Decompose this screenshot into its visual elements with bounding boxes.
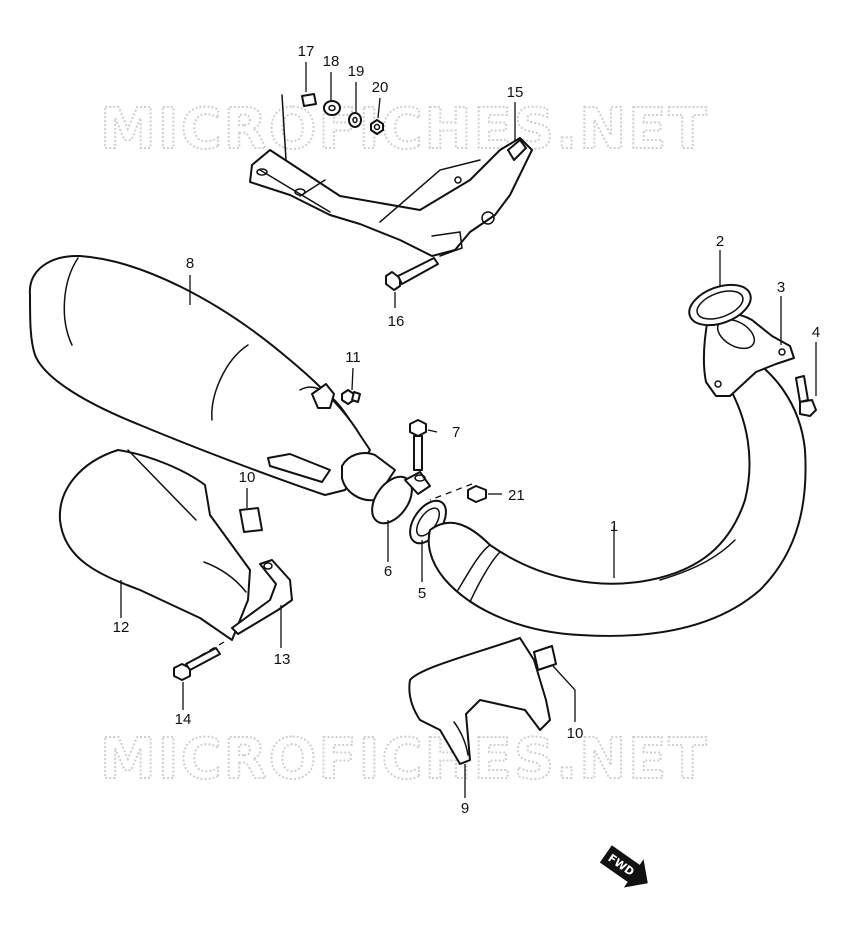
callout-7: 7 [452,424,460,441]
callout-10-upper: 10 [239,469,256,486]
callout-3: 3 [777,279,785,296]
callout-21: 21 [508,487,525,504]
callouts: 17 18 19 20 15 16 8 11 7 2 3 4 21 1 6 5 … [113,43,821,817]
callout-5: 5 [418,585,426,602]
part-8-muffler [28,254,396,502]
part-10-pad-upper [239,507,263,533]
part-9-pipe-cover [408,637,551,765]
part-6-clamp [371,471,431,525]
callout-14: 14 [175,711,192,728]
part-19-washer [348,112,362,128]
part-15-bracket [249,94,533,257]
part-14-bolt [173,647,221,681]
watermark-top: MICROFICHES.NET [100,97,709,162]
part-4-bolt [795,375,817,417]
part-17-rubber [301,93,317,107]
part-20-nut [370,119,384,135]
callout-9: 9 [461,800,469,817]
watermark-bottom: MICROFICHES.NET [100,727,709,792]
part-10-pad-lower [533,645,557,671]
part-21-nut [467,485,487,503]
fwd-arrow-icon: FWD [599,845,648,888]
callout-18: 18 [323,53,340,70]
part-13-bracket [231,559,293,635]
callout-8: 8 [186,255,194,272]
callout-16: 16 [388,313,405,330]
part-11-bolt [341,389,361,405]
callout-6: 6 [384,563,392,580]
callout-2: 2 [716,233,724,250]
callout-4: 4 [812,324,820,341]
callout-12: 12 [113,619,130,636]
part-16-bolt [385,257,439,291]
callout-11: 11 [345,349,361,366]
callout-15: 15 [507,84,524,101]
callout-20: 20 [372,79,389,96]
leader-lines [120,62,817,798]
callout-1: 1 [610,518,618,535]
callout-13: 13 [274,651,291,668]
part-7-bolt [409,419,427,471]
part-2-gasket [688,283,752,327]
callout-10-lower: 10 [567,725,584,742]
part-18-cushion [323,100,341,116]
callout-17: 17 [298,43,315,60]
callout-19: 19 [348,63,365,80]
part-12-muffler-cover [58,449,251,641]
